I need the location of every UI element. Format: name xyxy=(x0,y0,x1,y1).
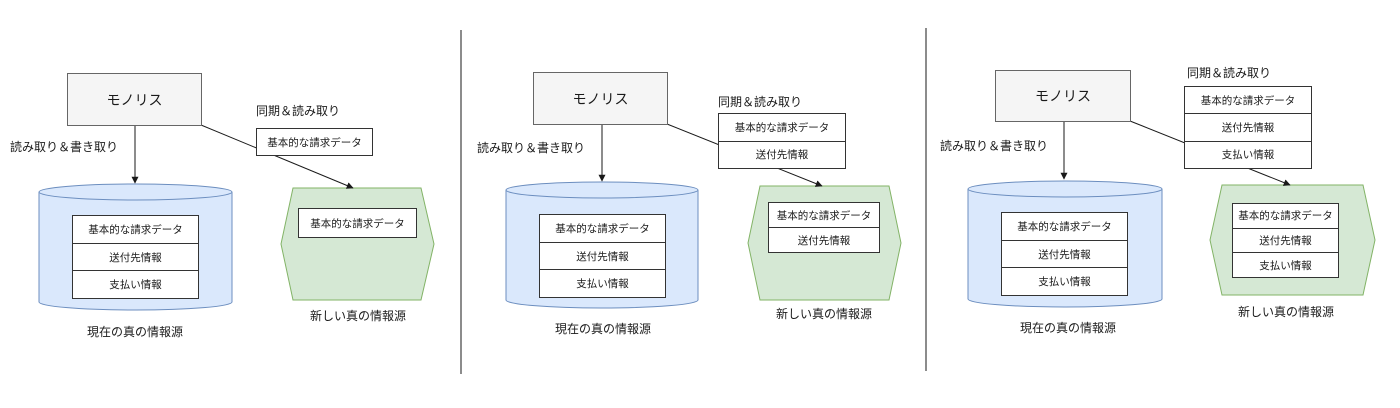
current-store-item: 支払い情報 xyxy=(1002,267,1127,295)
current-store-item: 支払い情報 xyxy=(73,270,198,298)
current-store-cylinder-top xyxy=(967,180,1163,198)
new-store-caption: 新しい真の情報源 xyxy=(775,307,872,321)
read-write-label: 読み取り＆書き取り xyxy=(10,140,119,154)
current-store-table: 基本的な請求データ 送付先情報 支払い情報 xyxy=(539,214,666,298)
sync-item: 支払い情報 xyxy=(1185,140,1311,168)
sync-data-box: 基本的な請求データ xyxy=(256,128,373,156)
sync-item: 基本的な請求データ xyxy=(267,136,362,149)
monolith-label: モノリス xyxy=(106,92,163,109)
current-store-table: 基本的な請求データ 送付先情報 支払い情報 xyxy=(1001,212,1128,296)
read-write-label: 読み取り＆書き取り xyxy=(940,139,1049,153)
read-write-label: 読み取り＆書き取り xyxy=(477,141,586,155)
sync-read-label: 同期＆読み取り xyxy=(1187,66,1272,80)
current-store-item: 送付先情報 xyxy=(1002,239,1127,268)
sync-item: 送付先情報 xyxy=(719,140,845,169)
current-store-caption: 現在の真の情報源 xyxy=(554,322,651,336)
sync-read-arrow xyxy=(200,124,354,189)
current-store-item: 基本的な請求データ xyxy=(555,222,650,235)
new-store-table: 基本的な請求データ 送付先情報 xyxy=(768,202,880,253)
new-store-hexagon xyxy=(280,187,435,301)
sync-item: 基本的な請求データ xyxy=(1200,94,1296,107)
sync-data-box: 基本的な請求データ 送付先情報 支払い情報 xyxy=(1184,86,1312,169)
monolith-box: モノリス xyxy=(67,73,202,126)
new-store-caption: 新しい真の情報源 xyxy=(309,309,406,323)
current-store-item: 送付先情報 xyxy=(540,241,665,270)
current-store-cylinder-top xyxy=(38,183,233,201)
sync-read-label: 同期＆読み取り xyxy=(256,104,341,118)
new-store-item: 基本的な請求データ xyxy=(776,209,872,222)
panel-divider xyxy=(925,28,927,371)
monolith-label: モノリス xyxy=(1035,89,1091,105)
new-store-item: 送付先情報 xyxy=(1233,227,1338,253)
monolith-label: モノリス xyxy=(572,91,629,108)
new-store-item: 基本的な請求データ xyxy=(1238,210,1333,223)
new-store-table: 基本的な請求データ 送付先情報 支払い情報 xyxy=(1232,203,1339,278)
sync-data-box: 基本的な請求データ 送付先情報 xyxy=(718,113,846,169)
sync-read-label: 同期＆読み取り xyxy=(718,95,803,109)
current-store-caption: 現在の真の情報源 xyxy=(86,325,183,339)
new-store-item: 送付先情報 xyxy=(769,227,879,252)
monolith-box: モノリス xyxy=(995,70,1131,122)
new-store-table: 基本的な請求データ xyxy=(298,208,417,238)
new-store-item: 支払い情報 xyxy=(1233,252,1338,277)
current-store-item: 支払い情報 xyxy=(540,269,665,297)
monolith-box: モノリス xyxy=(533,72,668,125)
current-store-item: 基本的な請求データ xyxy=(88,223,183,236)
current-store-cylinder-top xyxy=(505,181,699,199)
sync-item: 基本的な請求データ xyxy=(734,121,830,134)
new-store-caption: 新しい真の情報源 xyxy=(1237,305,1334,319)
current-store-caption: 現在の真の情報源 xyxy=(1019,321,1116,335)
current-store-item: 基本的な請求データ xyxy=(1017,220,1112,233)
panel-divider xyxy=(460,30,462,374)
sync-item: 送付先情報 xyxy=(1185,113,1311,140)
new-store-item: 基本的な請求データ xyxy=(310,217,405,230)
current-store-item: 送付先情報 xyxy=(73,242,198,271)
current-store-table: 基本的な請求データ 送付先情報 支払い情報 xyxy=(72,215,199,299)
